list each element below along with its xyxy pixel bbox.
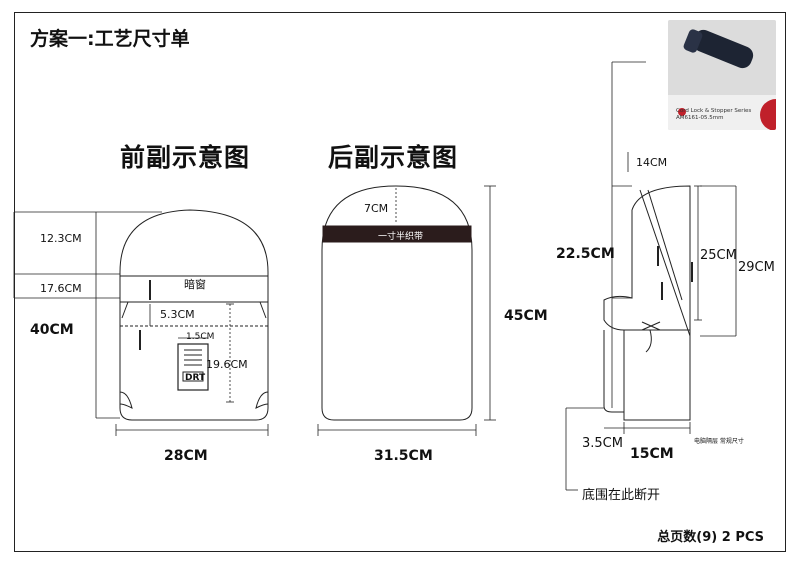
front-view-title: 前副示意图 xyxy=(120,143,251,172)
front-dim-28: 28CM xyxy=(164,448,208,464)
sheet-title: 方案一:工艺尺寸单 xyxy=(30,28,190,50)
front-bag-outline xyxy=(119,209,269,421)
side-dim-15: 15CM xyxy=(630,446,674,462)
page-footer: 总页数(9) 2 PCS xyxy=(657,530,764,545)
cord-lock-photo: Cord Lock & Stopper Series AM6161-05.5mm xyxy=(668,20,776,130)
back-view-title: 后副示意图 xyxy=(328,143,459,172)
drawing-frame xyxy=(14,12,786,552)
front-dim-17-6: 17.6CM xyxy=(40,282,82,295)
front-dim-19-6: 19.6CM xyxy=(206,358,248,371)
back-strap-label: 一寸半织带 xyxy=(378,232,424,242)
front-dim-40: 40CM xyxy=(30,322,74,338)
front-dim-5-3: 5.3CM xyxy=(160,308,195,321)
side-dim-25: 25CM xyxy=(700,248,737,263)
side-note-small: 电脑隔层 常规尺寸 xyxy=(694,438,744,445)
front-dim-12-3: 12.3CM xyxy=(40,232,82,245)
side-dim-29: 29CM xyxy=(738,260,775,275)
front-label-brand: DRT xyxy=(185,373,206,383)
side-bottom-note: 底围在此断开 xyxy=(582,488,661,503)
cord-lock-image xyxy=(668,20,776,130)
back-strap-band xyxy=(322,225,472,243)
photo-caption-line2: AM6161-05.5mm xyxy=(676,115,724,121)
front-label-patch xyxy=(177,343,209,391)
side-bag-outline xyxy=(603,185,691,421)
back-bag-outline xyxy=(321,185,473,421)
back-view xyxy=(317,185,496,436)
front-view xyxy=(13,209,269,436)
side-dim-22-5: 22.5CM xyxy=(556,246,615,262)
back-dim-7: 7CM xyxy=(364,202,389,215)
side-dim-14: 14CM xyxy=(636,156,668,169)
side-dim-3-5: 3.5CM xyxy=(582,436,623,451)
photo-caption: Cord Lock & Stopper Series AM6161-05.5mm xyxy=(676,108,751,122)
front-hidden-window: 暗窗 xyxy=(184,278,206,291)
back-dim-45: 45CM xyxy=(504,308,548,324)
back-dim-31-5: 31.5CM xyxy=(374,448,433,464)
front-dim-1-5: 1.5CM xyxy=(186,332,215,342)
photo-caption-line1: Cord Lock & Stopper Series xyxy=(676,108,752,114)
side-view xyxy=(565,61,737,491)
